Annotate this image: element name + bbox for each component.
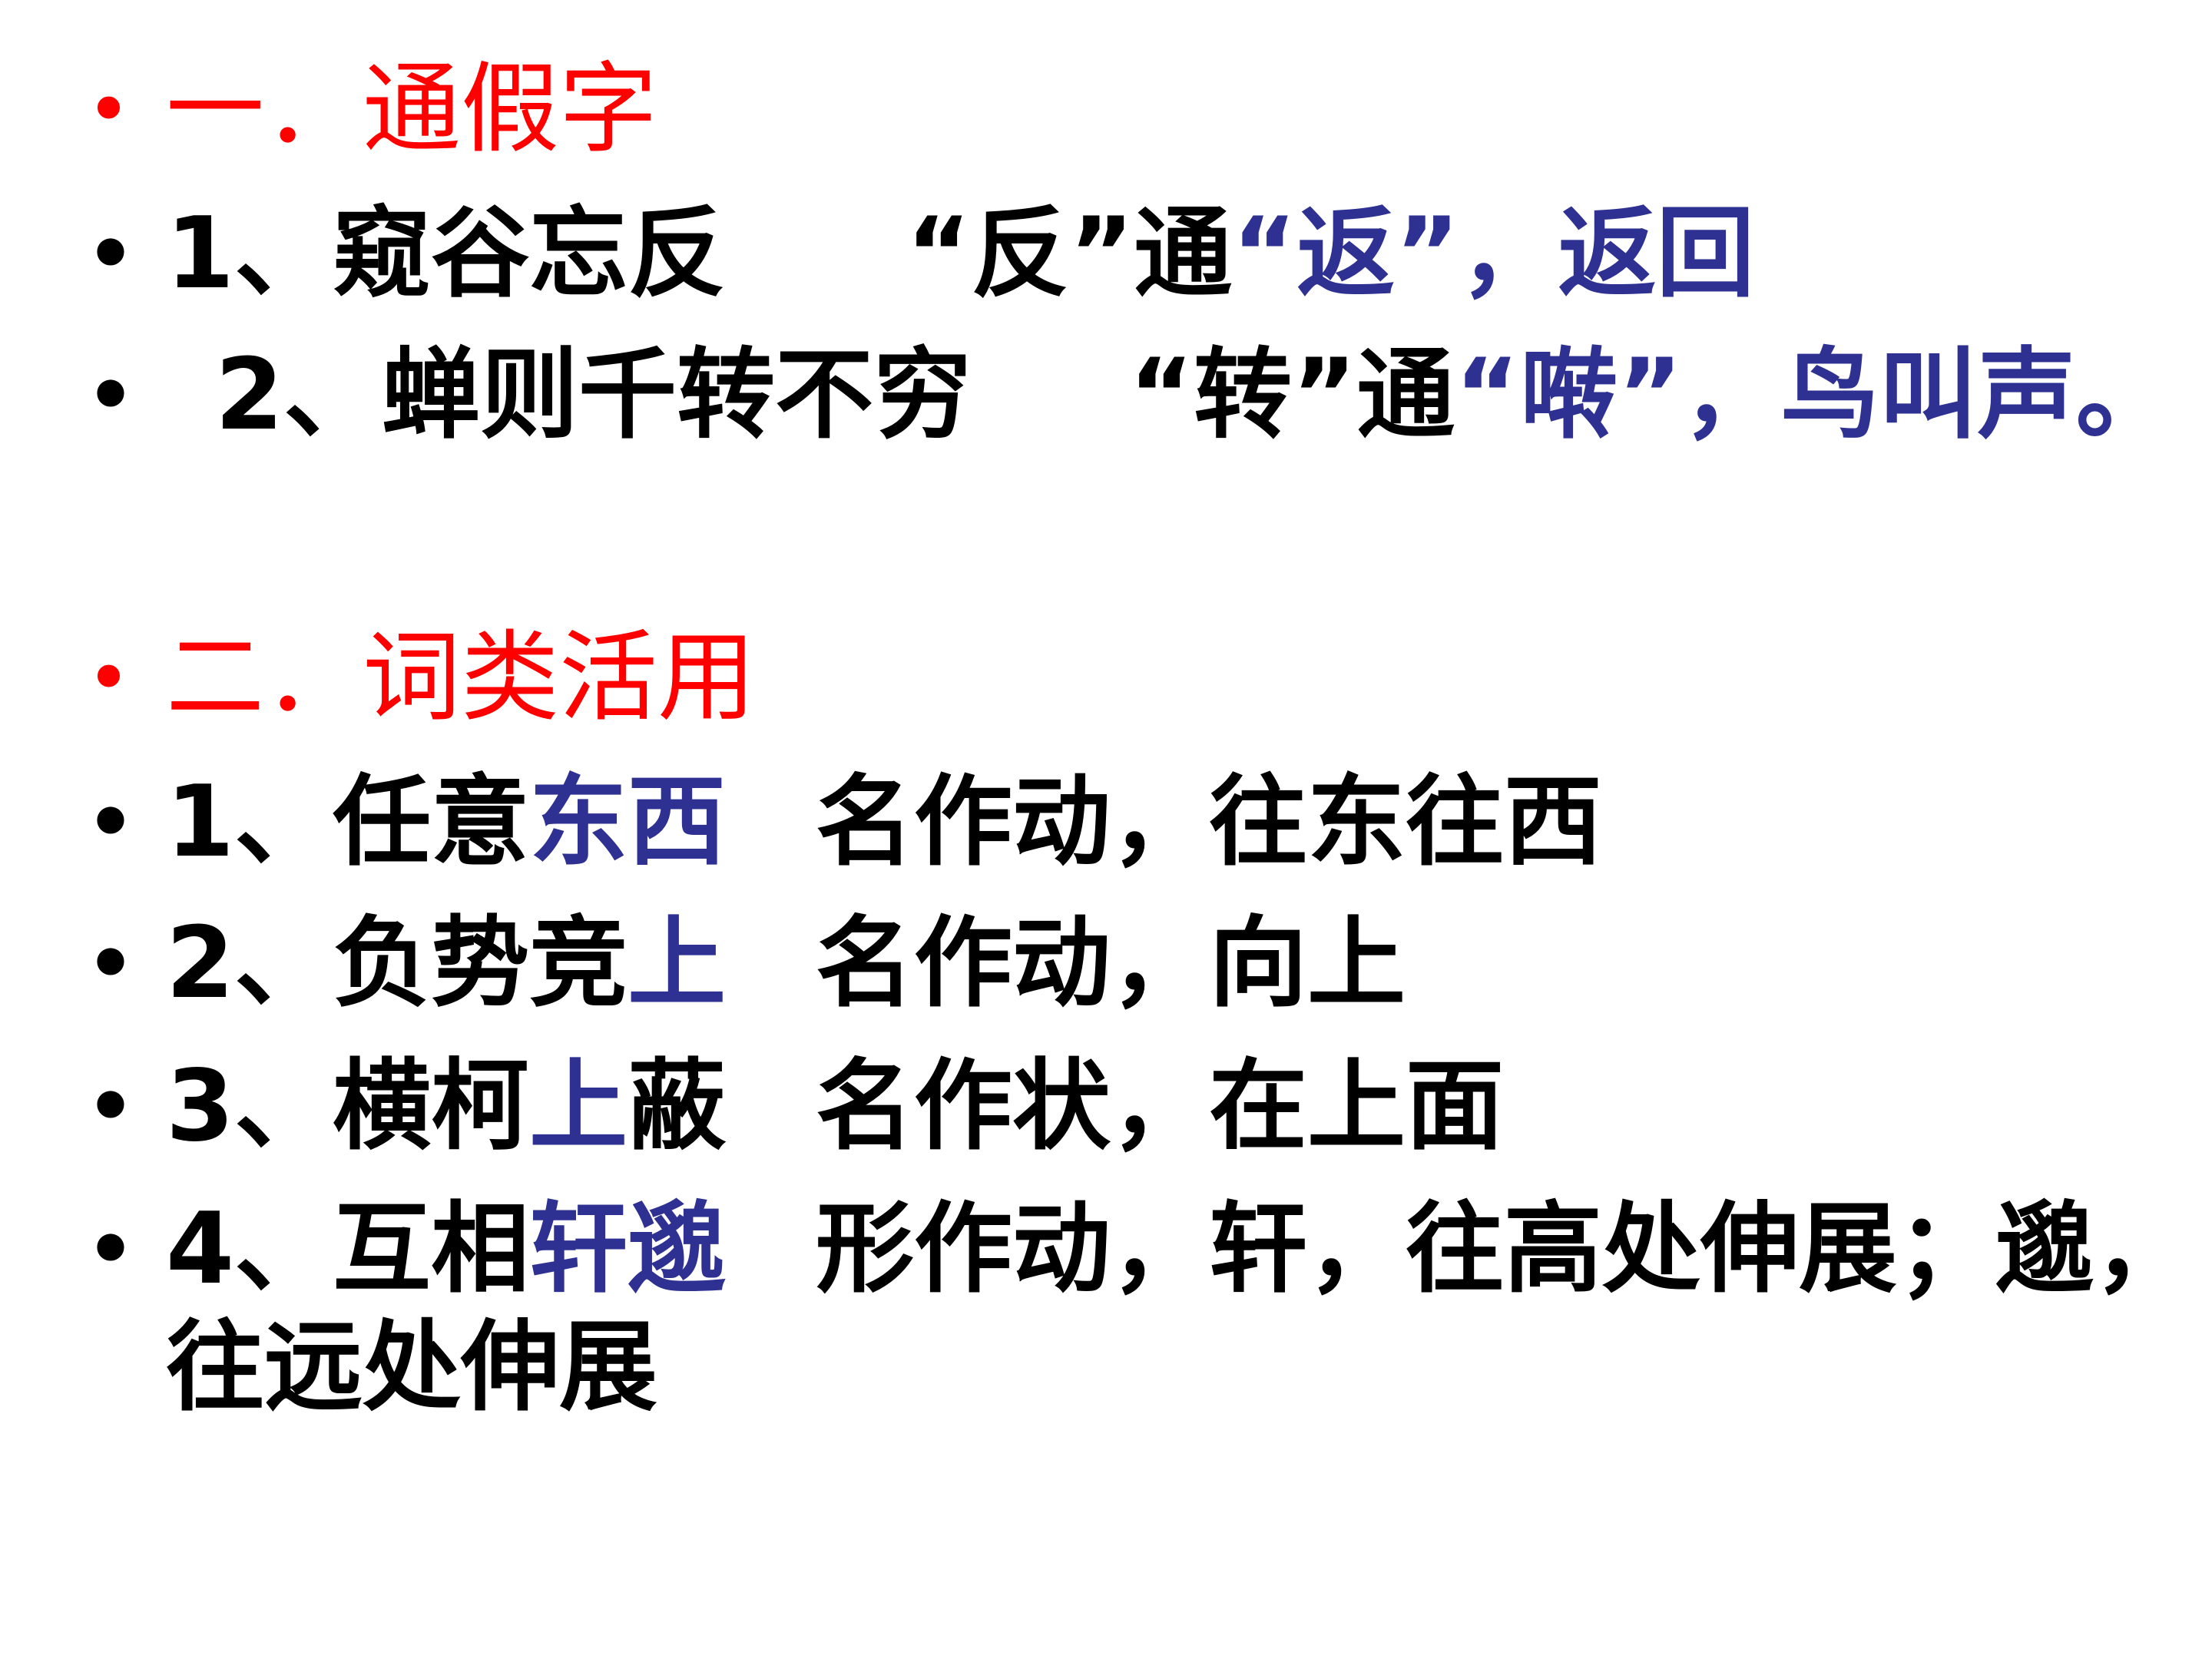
highlighted-word: 上 <box>628 906 727 1021</box>
item-phrase: 横柯 <box>333 1049 530 1164</box>
highlighted-word: 东西 <box>529 765 727 879</box>
item-text: 3、横柯上蔽 <box>166 1049 726 1164</box>
item-text: 4、互相轩邈 <box>166 1192 726 1307</box>
item-number: 2、 <box>215 338 382 452</box>
section2-heading: 二．词类活用 <box>166 621 757 735</box>
quote-close: ” <box>1069 197 1134 311</box>
item-text: 1、任意东西 <box>166 765 726 880</box>
item-phrase: 互相 <box>333 1192 530 1306</box>
item-explanation-continued: 往远处伸展 <box>166 1310 658 1425</box>
item-phrase: 负势竞 <box>333 906 628 1021</box>
section1-heading: 一．通假字 <box>166 52 658 167</box>
item-explanation: 形作动，轩，往高处伸展；邈， <box>816 1192 2193 1306</box>
item-number: 2、 <box>166 906 333 1021</box>
bullet: • <box>86 1061 135 1151</box>
target-char: “啭” <box>1455 338 1683 452</box>
bullet: • <box>86 209 135 299</box>
item-number: 4、 <box>166 1192 333 1306</box>
bullet: • <box>86 65 131 154</box>
comma: ， <box>1459 197 1558 311</box>
tong-word: 通 <box>1356 338 1455 452</box>
original-char: 反 <box>971 197 1070 311</box>
target-char: “返” <box>1232 197 1460 311</box>
item-number: 3、 <box>166 1049 333 1164</box>
item-number: 1、 <box>166 765 333 879</box>
meaning: 返回 <box>1558 197 1755 311</box>
item-text: 2、蝉则千转不穷 <box>215 338 972 453</box>
bullet: • <box>86 919 135 1008</box>
item-phrase-end: 蔽 <box>628 1049 727 1164</box>
meaning: 鸟叫声。 <box>1780 338 2174 452</box>
bullet: • <box>86 777 135 867</box>
quote-open: “ <box>906 197 972 311</box>
item-explanation: “转”通“啭”，鸟叫声。 <box>1129 338 2174 453</box>
item-phrase: 窥谷忘反 <box>333 197 727 311</box>
bullet: • <box>86 1204 135 1294</box>
item-explanation: “反”通“返”，返回 <box>906 197 1755 312</box>
quote-open: “ <box>1129 338 1194 452</box>
quote-close: ” <box>1292 338 1357 452</box>
original-char: 转 <box>1194 338 1293 452</box>
comma: ， <box>1682 338 1781 452</box>
item-explanation: 名作动，向上 <box>816 906 1406 1021</box>
bullet: • <box>86 633 131 723</box>
bullet: • <box>86 350 135 440</box>
item-explanation: 名作动，往东往西 <box>816 765 1603 879</box>
highlighted-word: 轩邈 <box>529 1192 727 1306</box>
item-text: 1、窥谷忘反 <box>166 197 726 312</box>
item-explanation: 名作状，在上面 <box>816 1049 1505 1164</box>
highlighted-word: 上 <box>529 1049 628 1164</box>
tong-word: 通 <box>1134 197 1233 311</box>
item-phrase: 任意 <box>333 765 530 879</box>
item-text: 2、负势竞上 <box>166 906 726 1022</box>
item-phrase: 蝉则千转不穷 <box>382 338 972 452</box>
item-number: 1、 <box>166 197 333 311</box>
